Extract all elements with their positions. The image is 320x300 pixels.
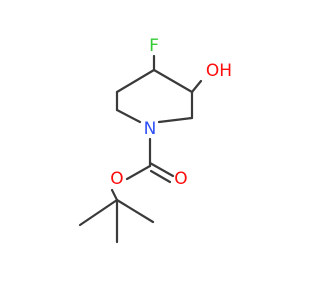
bond-o-ester-cq (110, 188, 119, 202)
bond-c5-c4 (115, 68, 156, 94)
ester-oxygen-atom-label: O (110, 169, 123, 189)
molecule-structure: F OH N O O (78, 36, 232, 244)
bond-cq-methyl-left (78, 198, 119, 227)
fluorine-atom-label: F (149, 36, 159, 56)
bond-carbonyl-c-o-ester (125, 164, 152, 181)
carbonyl-oxygen-atom-label: O (174, 169, 187, 189)
bond-c2-n (157, 116, 194, 124)
ring-nitrogen-atom-label: N (144, 119, 157, 139)
bond-c3-o (190, 79, 203, 94)
molecule-canvas: F OH N O O (78, 36, 232, 244)
bond-c4-c3 (152, 68, 194, 94)
bond-carbonyl-double-1 (148, 161, 175, 178)
bond-n-c6 (115, 108, 142, 124)
hydroxyl-atom-label: OH (206, 61, 232, 81)
bond-carbonyl-double-2 (149, 169, 172, 184)
bond-cq-methyl-right (115, 198, 155, 224)
